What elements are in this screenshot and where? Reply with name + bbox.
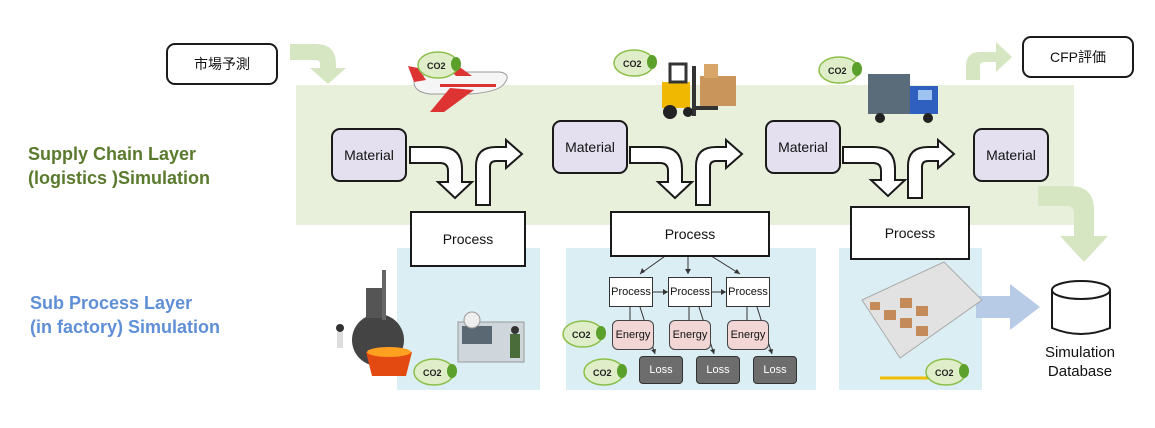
sub-process-box-1: Process [609,277,653,307]
co2-cloud-icon: CO2 [924,356,976,393]
co2-text: CO2 [828,66,847,76]
database-label-line1: Simulation [1044,344,1116,361]
sub-process-layer-label: Sub Process Layer (in factory) Simulatio… [30,291,220,339]
uturn-arrow-1 [409,137,524,206]
cfp-evaluation-box: CFP評価 [1022,36,1134,78]
sub-process-label-line2: (in factory) Simulation [30,317,221,337]
loss-box-2: Loss [696,356,740,384]
database-green-arrow [1038,186,1108,262]
material-box-3: Material [765,120,841,174]
supply-chain-layer-label: Supply Chain Layer (logistics )Simulatio… [28,142,210,190]
loss-box-1: Loss [639,356,683,384]
sub-process-box-3: Process [726,277,770,307]
conveyor-illustration [861,261,983,380]
co2-cloud-icon: CO2 [582,356,634,393]
process-box-2: Process [610,211,770,257]
supply-chain-label-line2: (logistics )Simulation [28,168,211,188]
input-green-arrow [290,44,346,84]
energy-box-3: Energy [727,320,769,350]
energy-box-2: Energy [669,320,711,350]
database-label: Simulation Database [1030,343,1130,381]
uturn-arrow-2 [629,137,744,206]
forklift-illustration [662,62,736,119]
process-box-1: Process [410,211,526,267]
co2-cloud-icon: CO2 [416,49,468,86]
output-green-arrow [966,42,1012,80]
energy-box-1: Energy [612,320,654,350]
co2-cloud-icon: CO2 [612,47,664,84]
material-box-4: Material [973,128,1049,182]
database-blue-arrow [976,284,1040,330]
co2-text: CO2 [593,368,612,378]
co2-text: CO2 [423,368,442,378]
co2-cloud-icon: CO2 [561,318,613,355]
sub-process-box-2: Process [668,277,712,307]
co2-text: CO2 [623,59,642,69]
uturn-arrow-3 [842,137,956,199]
co2-text: CO2 [572,330,591,340]
machine-illustration [457,311,525,363]
sub-process-label-line1: Sub Process Layer [30,293,193,313]
database-icon [1051,280,1111,335]
supply-chain-label-line1: Supply Chain Layer [28,144,197,164]
material-box-2: Material [552,120,628,174]
market-forecast-box: 市場予測 [166,43,278,85]
co2-text: CO2 [427,61,446,71]
co2-text: CO2 [935,368,954,378]
truck-illustration [868,74,938,123]
material-box-1: Material [331,128,407,182]
furnace-illustration [336,270,412,376]
loss-box-3: Loss [753,356,797,384]
co2-cloud-icon: CO2 [412,356,464,393]
database-label-line2: Database [1047,363,1113,380]
co2-cloud-icon: CO2 [817,54,869,91]
process-box-3: Process [850,206,970,260]
